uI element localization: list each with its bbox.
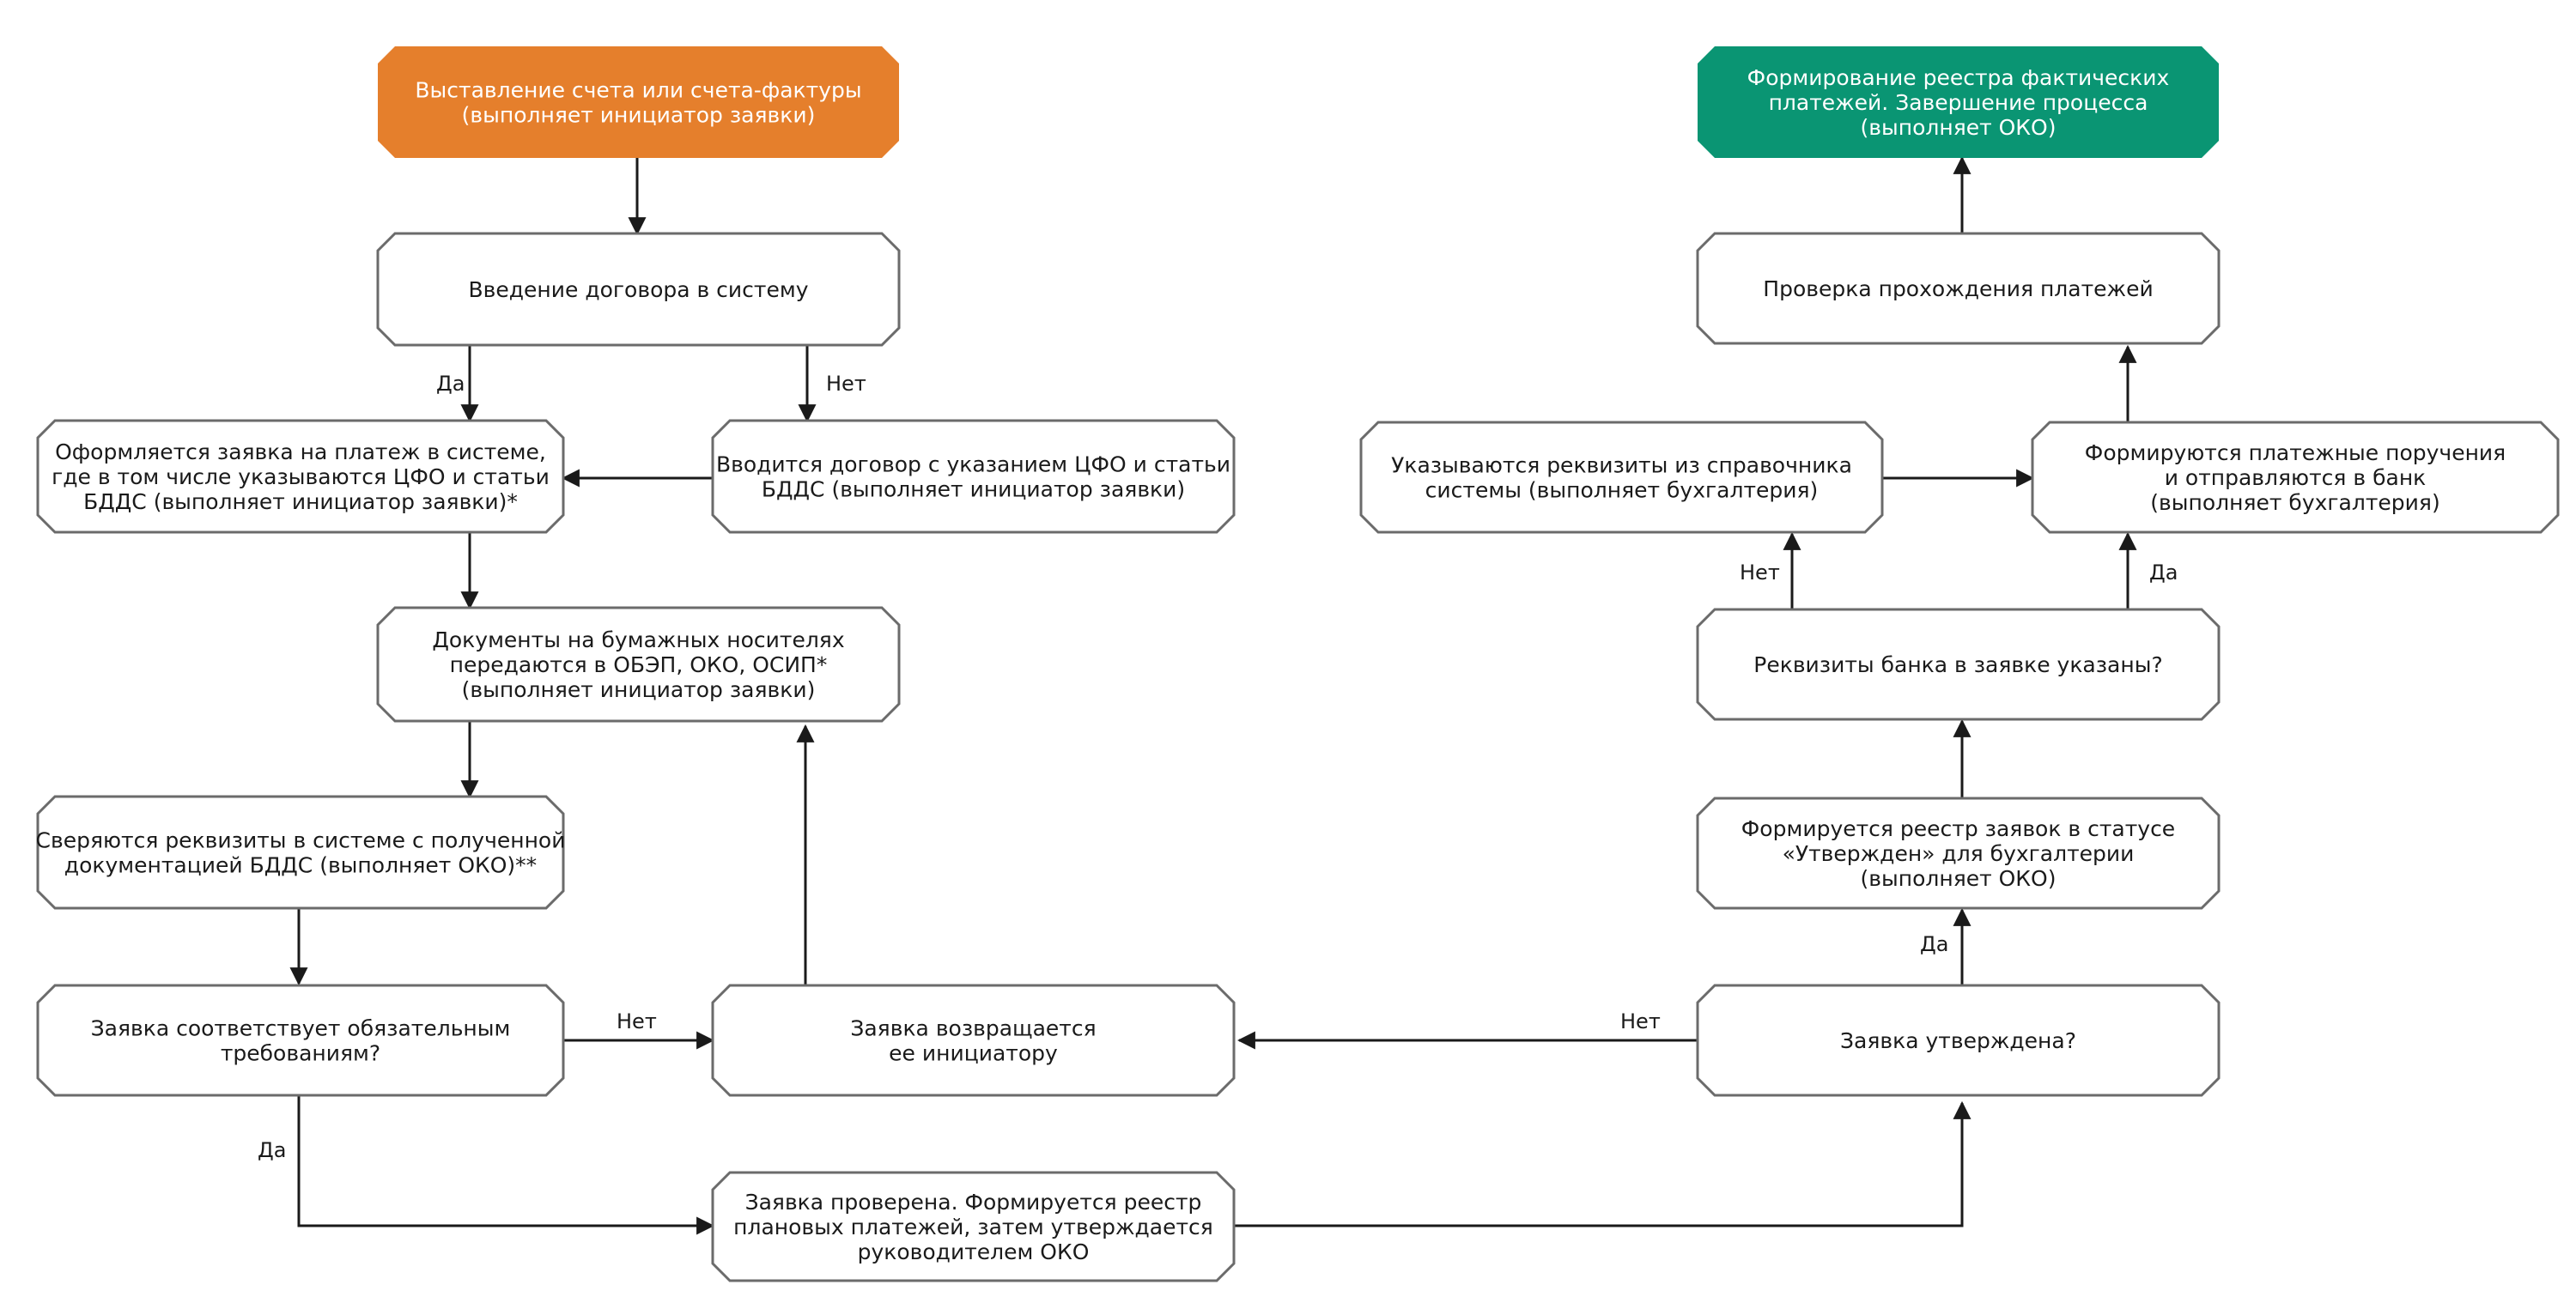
node-returned-shape bbox=[711, 984, 1236, 1097]
node-contract-with-cfo-text: Вводится договор с указанием ЦФО и стать… bbox=[716, 452, 1230, 502]
label-contract-no: Нет bbox=[826, 372, 866, 396]
node-payment-request: Оформляется заявка на платеж в системе,г… bbox=[36, 419, 565, 534]
node-text-line: требованиям? bbox=[221, 1041, 380, 1066]
node-approved-registry-shape bbox=[1696, 797, 2221, 910]
node-text-line: Формируется реестр заявок в статусе bbox=[1741, 816, 2175, 841]
node-text-line: Введение договора в систему bbox=[468, 277, 808, 302]
node-approved-check-shape bbox=[1696, 984, 2221, 1097]
node-text-line: Выставление счета или счета-фактуры bbox=[415, 78, 861, 103]
node-approved-check-text: Заявка утверждена? bbox=[1840, 1028, 2076, 1053]
edge-labels: Да Нет Нет Да Нет Да Нет Да bbox=[258, 372, 2178, 1162]
node-text-line: плановых платежей, затем утверждается bbox=[733, 1215, 1213, 1239]
edges bbox=[289, 155, 2137, 1235]
node-text-line: системы (выполняет бухгалтерия) bbox=[1425, 478, 1819, 503]
node-paper-documents-shape bbox=[376, 606, 901, 723]
node-approved-registry: Формируется реестр заявок в статусе«Утве… bbox=[1696, 797, 2221, 910]
node-text-line: Документы на бумажных носителях bbox=[432, 627, 844, 652]
edge-verified-to-approved bbox=[1234, 1100, 1971, 1227]
node-payment-check: Проверка прохождения платежей bbox=[1696, 232, 2221, 345]
node-payment-request-shape bbox=[36, 419, 565, 534]
node-text-line: Оформляется заявка на платеж в системе, bbox=[55, 439, 546, 464]
node-check-details: Сверяются реквизиты в системе с полученн… bbox=[36, 795, 566, 910]
node-bank-details-check: Реквизиты банка в заявке указаны? bbox=[1696, 608, 2221, 721]
label-approved-yes: Да bbox=[1920, 932, 1948, 956]
node-text-line: (выполняет ОКО) bbox=[1861, 866, 2057, 891]
node-text-line: платежей. Завершение процесса bbox=[1769, 90, 2148, 115]
node-text-line: Указываются реквизиты из справочника bbox=[1391, 453, 1852, 478]
node-text-line: Реквизиты банка в заявке указаны? bbox=[1753, 652, 2162, 677]
node-contract-entry: Введение договора в систему bbox=[376, 232, 901, 347]
node-text-line: «Утвержден» для бухгалтерии bbox=[1783, 841, 2135, 866]
node-text-line: Заявка проверена. Формируется реестр bbox=[745, 1190, 1202, 1215]
node-check-details-shape bbox=[36, 795, 565, 910]
node-text-line: Заявка соответствует обязательным bbox=[91, 1016, 511, 1041]
node-text-line: руководителем ОКО bbox=[858, 1239, 1090, 1264]
node-payment-orders-shape bbox=[2031, 421, 2560, 534]
node-text-line: ее инициатору bbox=[889, 1041, 1058, 1066]
node-text-line: где в том числе указываются ЦФО и статьи bbox=[52, 464, 550, 489]
node-payment-check-shape bbox=[1696, 232, 2221, 345]
node-text-line: Формирование реестра фактических bbox=[1747, 65, 2170, 90]
node-check-details-text: Сверяются реквизиты в системе с полученн… bbox=[36, 828, 566, 878]
node-invoice-text: Выставление счета или счета-фактуры(выпо… bbox=[415, 78, 861, 128]
node-text-line: документацией БДДС (выполняет ОКО)** bbox=[64, 853, 537, 878]
node-text-line: (выполняет ОКО) bbox=[1861, 115, 2057, 140]
node-text-line: (выполняет бухгалтерия) bbox=[2150, 490, 2439, 515]
node-text-line: и отправляются в банк bbox=[2165, 465, 2427, 490]
node-text-line: (выполняет инициатор заявки) bbox=[462, 677, 816, 702]
node-requirements-check-shape bbox=[36, 984, 565, 1097]
node-invoice: Выставление счета или счета-фактуры(выпо… bbox=[378, 46, 899, 158]
node-text-line: передаются в ОБЭП, ОКО, ОСИП* bbox=[450, 652, 828, 677]
node-contract-with-cfo: Вводится договор с указанием ЦФО и стать… bbox=[711, 419, 1236, 534]
node-text-line: (выполняет инициатор заявки) bbox=[462, 103, 816, 128]
node-contract-entry-shape bbox=[376, 232, 901, 347]
node-text-line: Вводится договор с указанием ЦФО и стать… bbox=[716, 452, 1230, 477]
node-text-line: Заявка утверждена? bbox=[1840, 1028, 2076, 1053]
node-payment-check-text: Проверка прохождения платежей bbox=[1763, 276, 2153, 301]
node-contract-entry-text: Введение договора в систему bbox=[468, 277, 808, 302]
node-bank-details-check-text: Реквизиты банка в заявке указаны? bbox=[1753, 652, 2162, 677]
node-text-line: Сверяются реквизиты в системе с полученн… bbox=[36, 828, 566, 853]
node-final-registry-shape bbox=[1698, 46, 2219, 158]
label-approved-no: Нет bbox=[1620, 1009, 1661, 1033]
node-payment-request-text: Оформляется заявка на платеж в системе,г… bbox=[52, 439, 550, 514]
label-bank-yes: Да bbox=[2149, 561, 2178, 585]
label-requirements-yes: Да bbox=[258, 1138, 286, 1162]
label-contract-yes: Да bbox=[436, 372, 465, 396]
edge-requirements-yes bbox=[297, 1096, 715, 1235]
node-text-line: БДДС (выполняет инициатор заявки)* bbox=[83, 489, 518, 514]
node-text-line: Формируются платежные поручения bbox=[2085, 440, 2506, 465]
node-verified-shape bbox=[711, 1171, 1236, 1282]
node-bank-details-check-shape bbox=[1696, 608, 2221, 721]
node-text-line: БДДС (выполняет инициатор заявки) bbox=[762, 477, 1185, 502]
label-requirements-no: Нет bbox=[617, 1009, 657, 1033]
node-approved-check: Заявка утверждена? bbox=[1696, 984, 2221, 1097]
node-text-line: Проверка прохождения платежей bbox=[1763, 276, 2153, 301]
node-contract-with-cfo-shape bbox=[711, 419, 1236, 534]
node-approved-registry-text: Формируется реестр заявок в статусе«Утве… bbox=[1741, 816, 2175, 891]
node-invoice-shape bbox=[378, 46, 899, 158]
label-bank-no: Нет bbox=[1740, 561, 1780, 585]
node-reference-details-shape bbox=[1359, 421, 1884, 534]
node-text-line: Заявка возвращается bbox=[850, 1016, 1096, 1041]
